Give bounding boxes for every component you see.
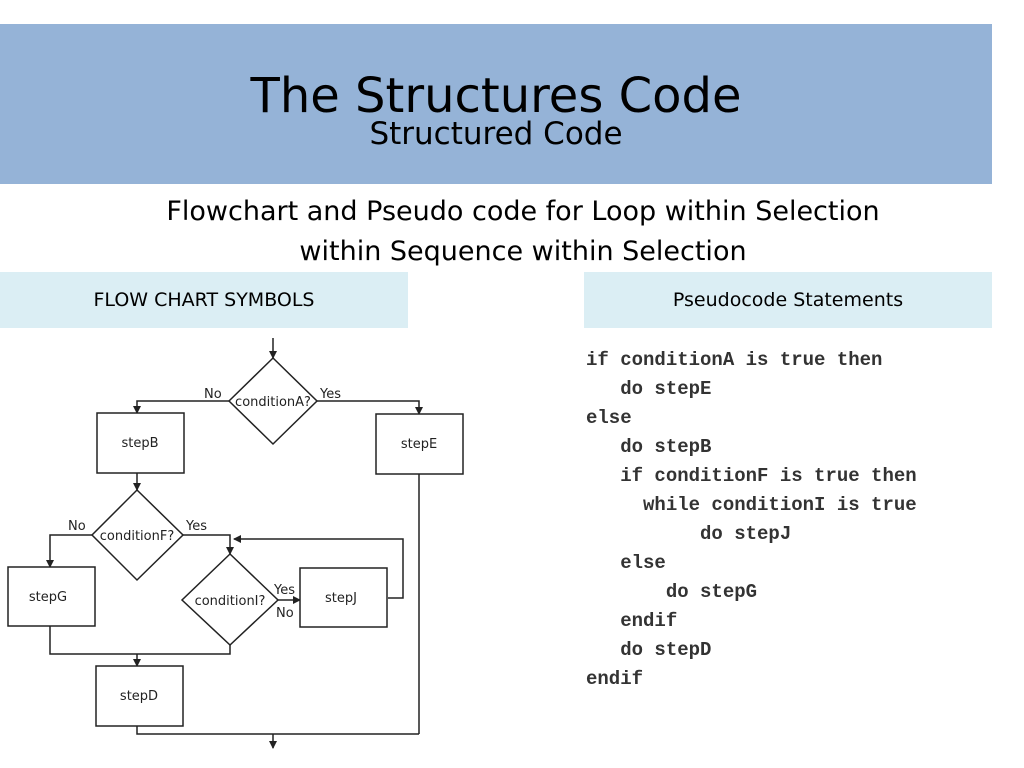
step-e-box: [375, 413, 464, 475]
pseudocode-line: do stepE: [586, 378, 712, 400]
pseudocode-line: do stepJ: [586, 523, 792, 545]
title-banner: The Structures Code Structured Code: [0, 24, 992, 184]
connector-g-join: [49, 626, 137, 655]
pseudocode-line: if conditionF is true then: [586, 465, 917, 487]
flowchart-column-header: FLOW CHART SYMBOLS: [0, 272, 408, 328]
step-b-label: stepB: [121, 436, 158, 451]
pseudocode-line: do stepD: [586, 639, 712, 661]
decision-condition-f-label: conditionF?: [100, 529, 174, 544]
pseudocode-line: do stepB: [586, 436, 712, 458]
step-d-box: [95, 665, 184, 727]
branch-label-i-yes: Yes: [273, 583, 295, 598]
slide-heading: Flowchart and Pseudo code for Loop withi…: [0, 192, 1024, 272]
decision-condition-i: [180, 552, 280, 647]
pseudocode-line: else: [586, 552, 666, 574]
connector-a-no: [133, 400, 229, 414]
pseudocode-line: if conditionA is true then: [586, 349, 883, 371]
branch-label-i-no: No: [276, 606, 294, 621]
slide-subtitle: Structured Code: [369, 116, 623, 152]
pseudocode-column-header: Pseudocode Statements: [584, 272, 992, 328]
pseudocode-line: while conditionI is true: [586, 494, 917, 516]
branch-label-a-no: No: [204, 387, 222, 402]
pseudocode-line: endif: [586, 668, 644, 690]
decision-condition-a-label: conditionA?: [235, 395, 311, 410]
step-j-box: [299, 567, 388, 628]
pseudocode-line: else: [586, 407, 632, 429]
decision-condition-a: [227, 356, 319, 446]
step-b-box: [96, 412, 185, 474]
step-g-label: stepG: [29, 590, 67, 605]
flowchart-diagram: conditionA? conditionF? conditionI? step…: [7, 338, 464, 749]
pseudocode-line: endif: [586, 610, 678, 632]
branch-label-a-yes: Yes: [319, 387, 341, 402]
step-e-label: stepE: [401, 437, 437, 452]
connector-loop-back: [233, 535, 404, 599]
connector-f-no: [46, 534, 92, 568]
step-g-box: [7, 566, 96, 627]
connector-a-yes: [317, 400, 423, 415]
pseudocode-line: do stepG: [586, 581, 758, 603]
connector-i-no: [137, 645, 231, 655]
connector-f-yes: [183, 534, 234, 555]
decision-condition-f: [90, 488, 185, 582]
branch-label-f-yes: Yes: [185, 519, 207, 534]
step-d-label: stepD: [120, 689, 158, 704]
step-j-label: stepJ: [325, 591, 357, 606]
slide-heading-line-1: Flowchart and Pseudo code for Loop withi…: [166, 196, 880, 227]
connector-d-exit: [136, 726, 419, 735]
decision-condition-i-label: conditionI?: [195, 594, 266, 609]
slide-title: The Structures Code: [250, 68, 742, 124]
branch-label-f-no: No: [68, 519, 86, 534]
slide-heading-line-2: within Sequence within Selection: [299, 236, 747, 267]
